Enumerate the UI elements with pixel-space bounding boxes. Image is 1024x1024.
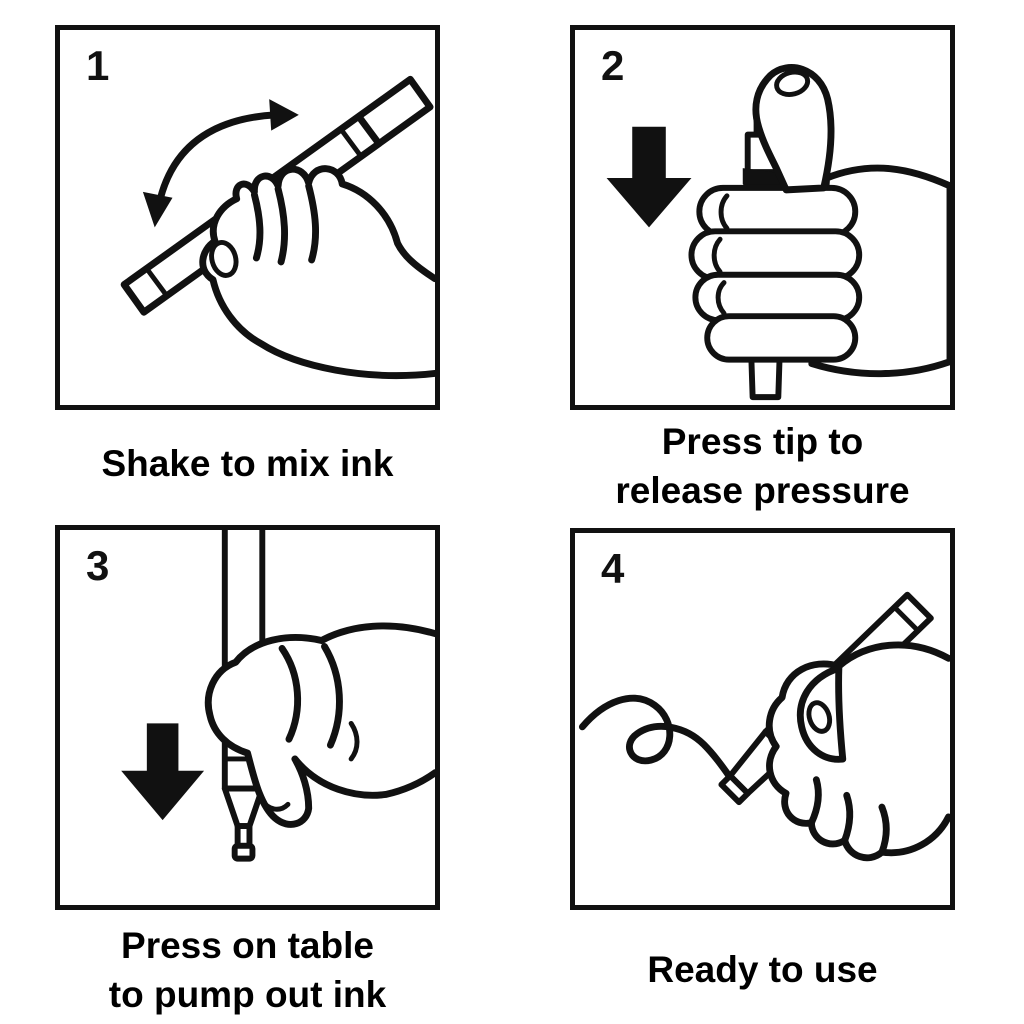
panel-2-box: 2: [570, 25, 955, 410]
hand: [688, 64, 950, 378]
down-arrow-icon: [606, 126, 692, 228]
ready-to-use-illustration: [578, 591, 950, 862]
caption-step-1: Shake to mix ink: [101, 443, 394, 484]
caption-step-4: Ready to use: [647, 949, 878, 990]
press-tip-illustration: [606, 64, 950, 401]
step-number: 2: [601, 42, 625, 89]
panel-4-box: 4: [570, 528, 955, 910]
press-on-table-illustration: [121, 530, 435, 862]
panel-1-box: 1: [55, 25, 440, 410]
hand: [204, 622, 435, 828]
thumbnail: [209, 239, 239, 278]
hand: [199, 165, 435, 379]
thumbnail: [806, 700, 833, 734]
caption-step-2: Press tip to release pressure: [615, 421, 910, 511]
down-arrow-icon: [121, 723, 205, 821]
panel-3-box: 3: [55, 525, 440, 910]
shake-illustration: [120, 75, 435, 379]
caption-step-3: Press on table to pump out ink: [108, 925, 387, 1015]
shake-arrow-icon: [142, 99, 299, 228]
step-number: 1: [86, 42, 110, 89]
step-number: 3: [86, 542, 110, 589]
hand: [765, 641, 950, 862]
thumbnail: [774, 69, 811, 98]
step-number: 4: [601, 545, 625, 592]
scribble-line: [578, 694, 740, 789]
